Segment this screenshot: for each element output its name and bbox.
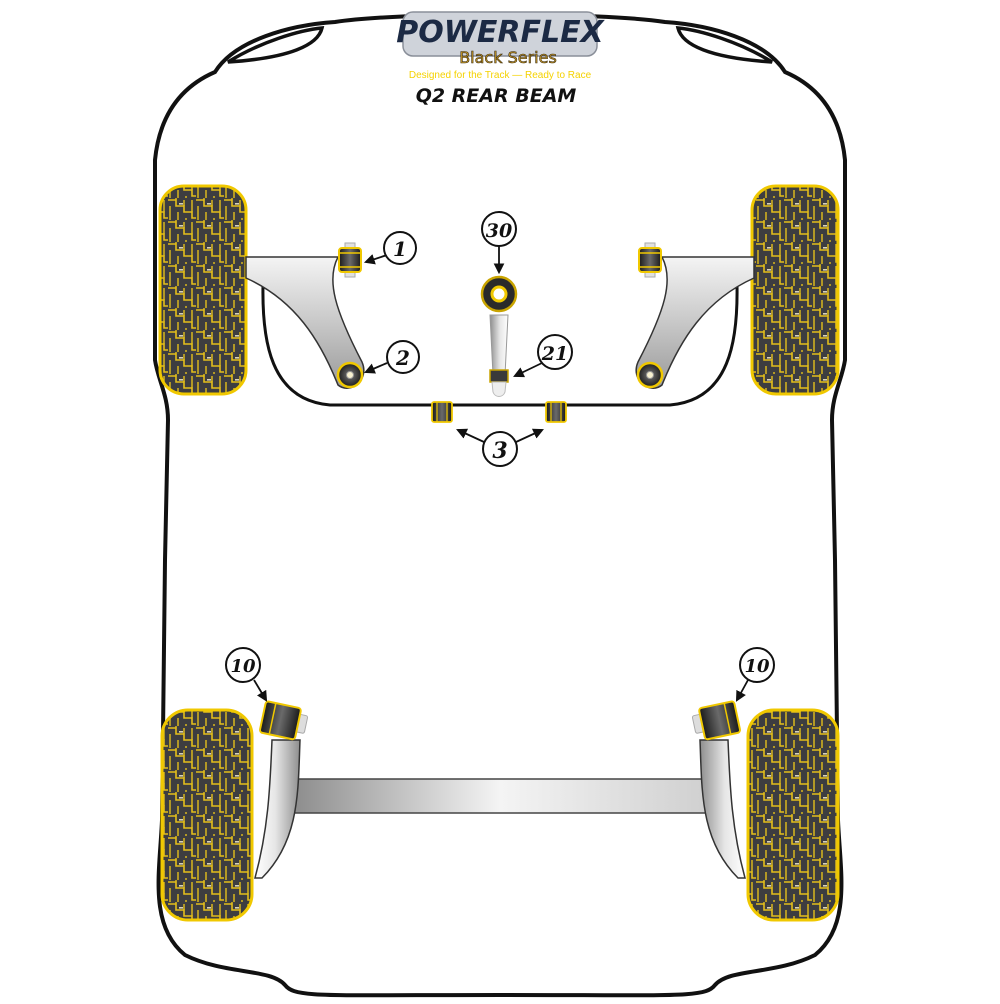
callout-21[interactable]: 21 [513, 334, 573, 378]
callout-10-left-label: 10 [230, 656, 256, 677]
tagline: Designed for the Track — Ready to Race [409, 70, 592, 81]
callout-2[interactable]: 2 [364, 340, 420, 374]
callout-21-label: 21 [541, 343, 568, 365]
front-left-wishbone [245, 242, 365, 389]
callout-10-left[interactable]: 10 [225, 647, 268, 702]
rear-beam-bush-left [259, 700, 309, 741]
callout-30-label: 30 [486, 220, 512, 242]
callout-1[interactable]: 1 [363, 231, 417, 265]
callout-10-right[interactable]: 10 [735, 647, 775, 702]
car-body-outline [153, 12, 847, 998]
brand-name: POWERFLEX [396, 15, 605, 50]
series-name: Black Series [459, 48, 557, 67]
rear-right-tire [746, 708, 840, 922]
subframe-outline [261, 284, 739, 407]
callout-1-label: 1 [393, 237, 407, 261]
brand-logo: POWERFLEX Black Series Designed for the … [396, 11, 606, 81]
callout-3-label: 3 [492, 438, 507, 464]
callout-30[interactable]: 30 [481, 211, 517, 275]
callout-3[interactable]: 3 [456, 428, 544, 467]
rear-left-tire [160, 708, 254, 922]
callout-10-right-label: 10 [744, 656, 770, 677]
rear-beam-bush-right [691, 700, 741, 741]
rear-beam [254, 739, 746, 879]
front-right-wishbone [635, 242, 755, 389]
callout-2-label: 2 [395, 346, 410, 370]
left-mirror [227, 26, 325, 64]
dog-bone-mount [480, 275, 518, 397]
anti-roll-bar-bushes [431, 401, 567, 423]
front-right-tire [750, 184, 840, 396]
diagram-title: Q2 REAR BEAM [416, 85, 577, 107]
right-mirror [675, 26, 773, 64]
front-left-tire [158, 184, 248, 396]
